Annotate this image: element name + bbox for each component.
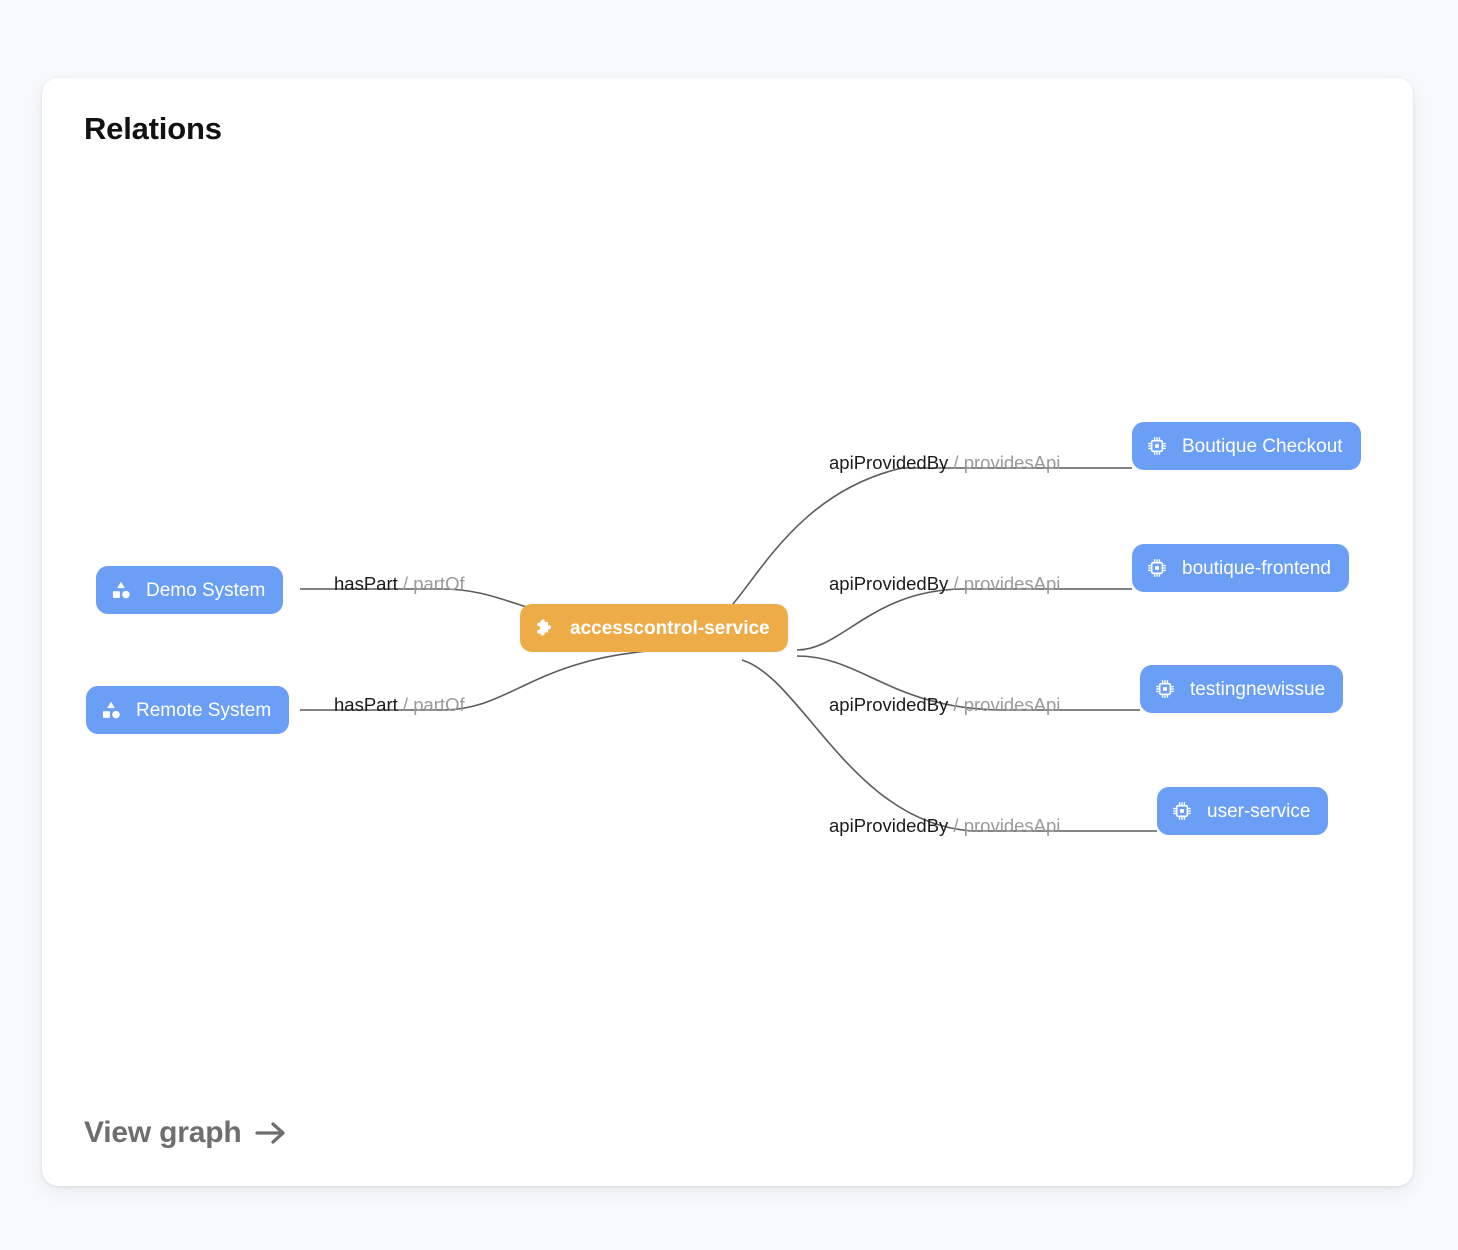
edge-line-user-service [741,659,1157,832]
edge-label-separator: / [397,694,414,715]
node-boutique-checkout[interactable]: Boutique Checkout [1132,422,1361,470]
node-label: Demo System [146,579,266,601]
edge-label-remote-system: hasPart / partOf [334,694,465,715]
node-boutique-frontend[interactable]: boutique-frontend [1132,544,1349,592]
edge-label-separator: / [397,573,414,594]
node-remote-system[interactable]: Remote System [86,686,290,734]
relations-graph[interactable]: Demo System Remote System accesscontrol-… [42,78,1413,1186]
node-label: Remote System [136,699,272,721]
edge-label-forward: hasPart [334,694,398,715]
edge-label-separator: / [948,452,964,473]
view-graph-label: View graph [84,1116,242,1149]
arrow-right-icon [254,1122,285,1144]
edge-label-reverse: providesApi [963,573,1061,594]
edge-label-user-service: apiProvidedBy / providesApi [829,815,1061,836]
chip-icon [1156,680,1174,698]
page-title: Relations [84,111,222,146]
edge-line-boutique-frontend [796,588,1132,651]
edge-label-forward: apiProvidedBy [829,573,949,594]
node-label: accesscontrol-service [570,617,770,639]
chip-icon [1148,437,1166,455]
edge-label-reverse: partOf [413,573,465,594]
edge-label-boutique-frontend: apiProvidedBy / providesApi [829,573,1061,594]
node-label: user-service [1207,800,1311,822]
node-user-service[interactable]: user-service [1157,787,1329,835]
node-label: testingnewissue [1190,678,1326,700]
node-accesscontrol-service[interactable]: accesscontrol-service [520,604,788,652]
edge-label-reverse: providesApi [963,815,1061,836]
puzzle-piece-icon [537,619,552,636]
edge-label-forward: apiProvidedBy [829,694,949,715]
edge-label-boutique-checkout: apiProvidedBy / providesApi [829,452,1061,473]
relations-card: Relations [42,78,1413,1186]
edge-label-forward: apiProvidedBy [829,815,949,836]
edge-label-separator: / [948,694,964,715]
node-testingnewissue[interactable]: testingnewissue [1140,665,1344,713]
edge-label-reverse: partOf [413,694,465,715]
edge-label-separator: / [948,573,964,594]
view-graph-link[interactable]: View graph [84,1116,288,1150]
edge-label-separator: / [948,815,964,836]
node-label: Boutique Checkout [1182,435,1343,457]
edge-label-reverse: providesApi [963,452,1061,473]
edge-label-demo-system: hasPart / partOf [334,573,465,594]
edge-label-reverse: providesApi [963,694,1061,715]
node-label: boutique-frontend [1182,557,1331,579]
edge-label-forward: hasPart [334,573,398,594]
shapes-icon [102,701,120,719]
edge-label-testingnewissue: apiProvidedBy / providesApi [829,694,1061,715]
edge-label-forward: apiProvidedBy [829,452,949,473]
node-demo-system[interactable]: Demo System [96,566,284,614]
chip-icon [1148,559,1166,577]
edge-line-boutique-checkout [701,467,1132,627]
chip-icon [1173,802,1191,820]
shapes-icon [112,581,130,599]
